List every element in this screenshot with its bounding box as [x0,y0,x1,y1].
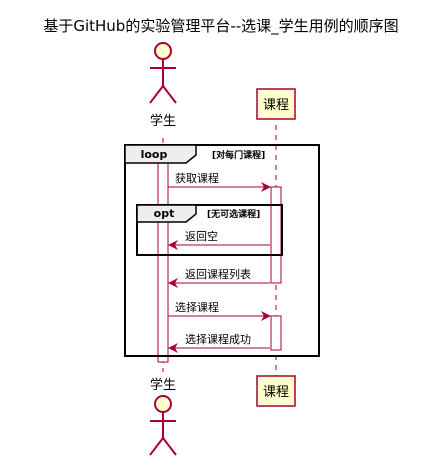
message-get-courses: 获取课程 [168,172,271,192]
loop-guard: [对每门课程] [212,149,265,161]
course-participant-bottom: 课程 [256,375,296,407]
message-select-success: 选择课程成功 [168,332,270,353]
course-activation-2 [270,315,282,351]
actor-bottom: 学生 [149,377,177,456]
message-return-course-list: 返回课程列表 [168,267,270,288]
loop-keyword: loop [141,148,168,161]
diagram-title: 基于GitHub的实验管理平台--选课_学生用例的顺序图 [43,17,398,36]
actor-top: 学生 [149,42,177,129]
message-label: 获取课程 [175,172,219,185]
opt-fragment: opt [无可选课程] [136,204,283,256]
opt-keyword: opt [154,207,175,220]
message-select-course: 选择课程 [168,300,271,321]
message-return-empty: 返回空 [168,229,270,250]
course-label-top: 课程 [263,98,289,113]
message-label: 返回空 [185,229,218,243]
course-activation-1 [270,186,282,284]
actor-head-icon [154,395,172,413]
course-participant-top: 课程 [256,88,296,120]
loop-fragment: loop [对每门课程] [124,144,320,357]
message-label: 选择课程 [175,300,219,314]
opt-guard: [无可选课程] [207,208,260,220]
message-label: 选择课程成功 [185,332,251,346]
message-label: 返回课程列表 [185,267,251,281]
actor-activation [157,162,169,363]
course-label-bottom: 课程 [263,385,289,400]
actor-head-icon [154,42,172,60]
actor-label-bottom: 学生 [150,377,176,393]
actor-label-top: 学生 [150,113,176,129]
